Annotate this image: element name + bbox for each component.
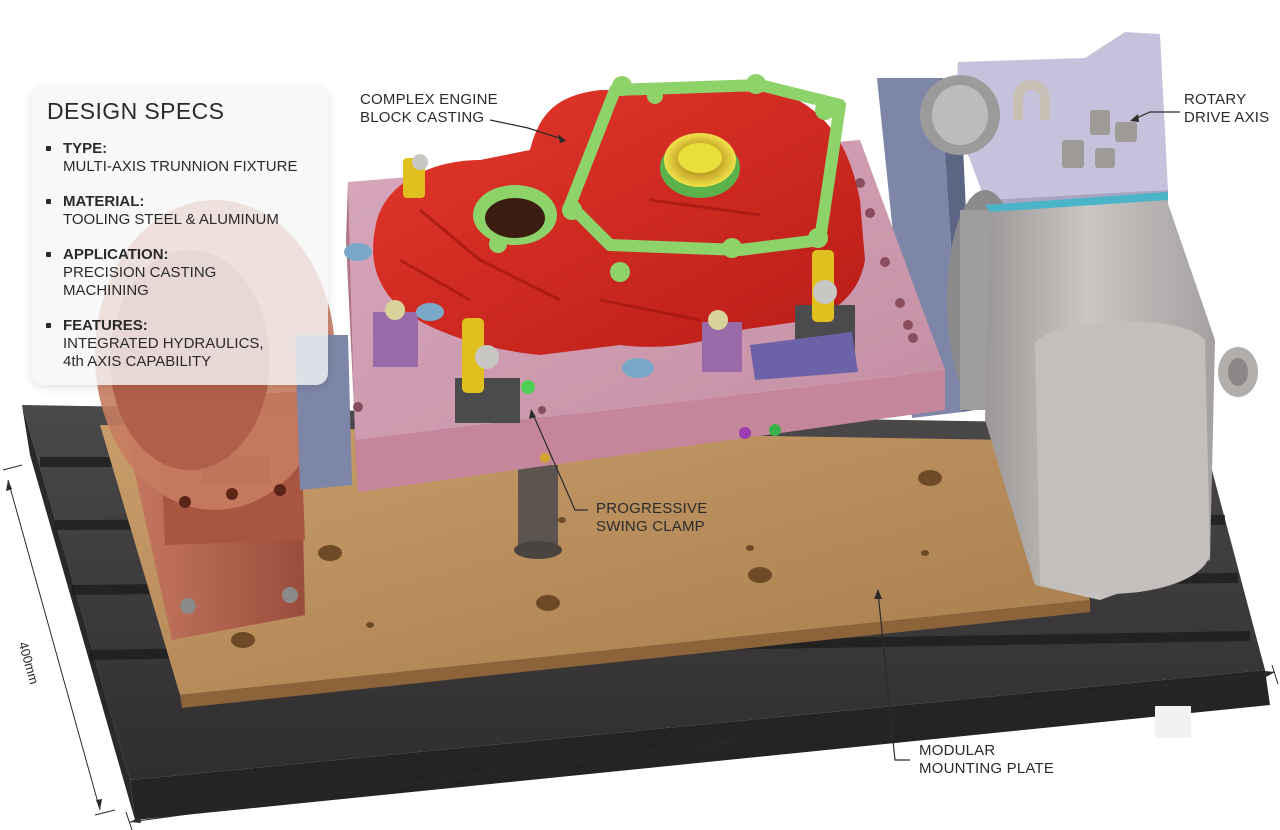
engine-block-casting (373, 74, 865, 355)
locating-pins-blue (344, 243, 654, 378)
callout-mounting-plate: MODULAR MOUNTING PLATE (919, 742, 1054, 778)
dimension-arrow-icon (6, 480, 1275, 823)
spec-type-value: MULTI-AXIS TRUNNION FIXTURE (63, 158, 297, 176)
design-specs-title: DESIGN SPECS (47, 98, 225, 124)
callout-rotary-drive-line-2: DRIVE AXIS (1184, 109, 1270, 126)
center-support-post (514, 465, 562, 559)
callout-swing-clamp-line-1: PROGRESSIVE (596, 500, 708, 517)
purple-clamp-blocks (373, 300, 858, 380)
spec-bullet-icon (46, 199, 51, 204)
spec-material-value-line-1: TOOLING STEEL & ALUMINUM (63, 211, 279, 228)
spec-bullet-icon (46, 252, 51, 257)
spec-features-label: FEATURES: (63, 317, 148, 334)
swing-clamp-rear (403, 154, 428, 198)
servo-motor (985, 192, 1258, 600)
spec-features-value-line-2: 4th AXIS CAPABILITY (63, 353, 212, 370)
modular-mounting-plate (100, 425, 1090, 708)
spec-bullet-icon (46, 323, 51, 328)
spec-application-value-line-2: MACHINING (63, 282, 149, 299)
callout-engine-block-line-1: COMPLEX ENGINE (360, 91, 498, 108)
callout-engine-block-line-2: BLOCK CASTING (360, 109, 485, 126)
callout-rotary-drive: ROTARY DRIVE AXIS (1184, 91, 1269, 127)
callout-swing-clamp-line-2: SWING CLAMP (596, 518, 705, 535)
callout-engine-block: COMPLEX ENGINE BLOCK CASTING (360, 91, 498, 127)
spec-application-value: PRECISION CASTING MACHINING (63, 264, 216, 300)
swing-clamp-front (455, 318, 535, 423)
design-specs-panel: DESIGN SPECS TYPE: MULTI-AXIS TRUNNION F… (32, 86, 328, 385)
spec-type-label: TYPE: (63, 140, 108, 157)
spec-application-label: APPLICATION: (63, 246, 169, 263)
callout-rotary-drive-line-1: ROTARY (1184, 91, 1247, 108)
callout-mounting-plate-line-1: MODULAR (919, 742, 996, 759)
spec-features-value: INTEGRATED HYDRAULICS, 4th AXIS CAPABILI… (63, 335, 264, 371)
callout-swing-clamp: PROGRESSIVE SWING CLAMP (596, 500, 707, 536)
background-mark (1155, 706, 1191, 738)
callout-mounting-plate-line-2: MOUNTING PLATE (919, 760, 1055, 777)
spec-application-value-line-1: PRECISION CASTING (63, 264, 217, 281)
callout-leader-arrow-icon (529, 114, 1139, 599)
spec-features-value-line-1: INTEGRATED HYDRAULICS, (63, 335, 264, 352)
spec-type-value-line-1: MULTI-AXIS TRUNNION FIXTURE (63, 158, 298, 175)
spec-bullet-icon (46, 146, 51, 151)
spec-material-label: MATERIAL: (63, 193, 145, 210)
dimension-lines (2, 464, 1279, 830)
spec-material-value: TOOLING STEEL & ALUMINUM (63, 211, 279, 229)
